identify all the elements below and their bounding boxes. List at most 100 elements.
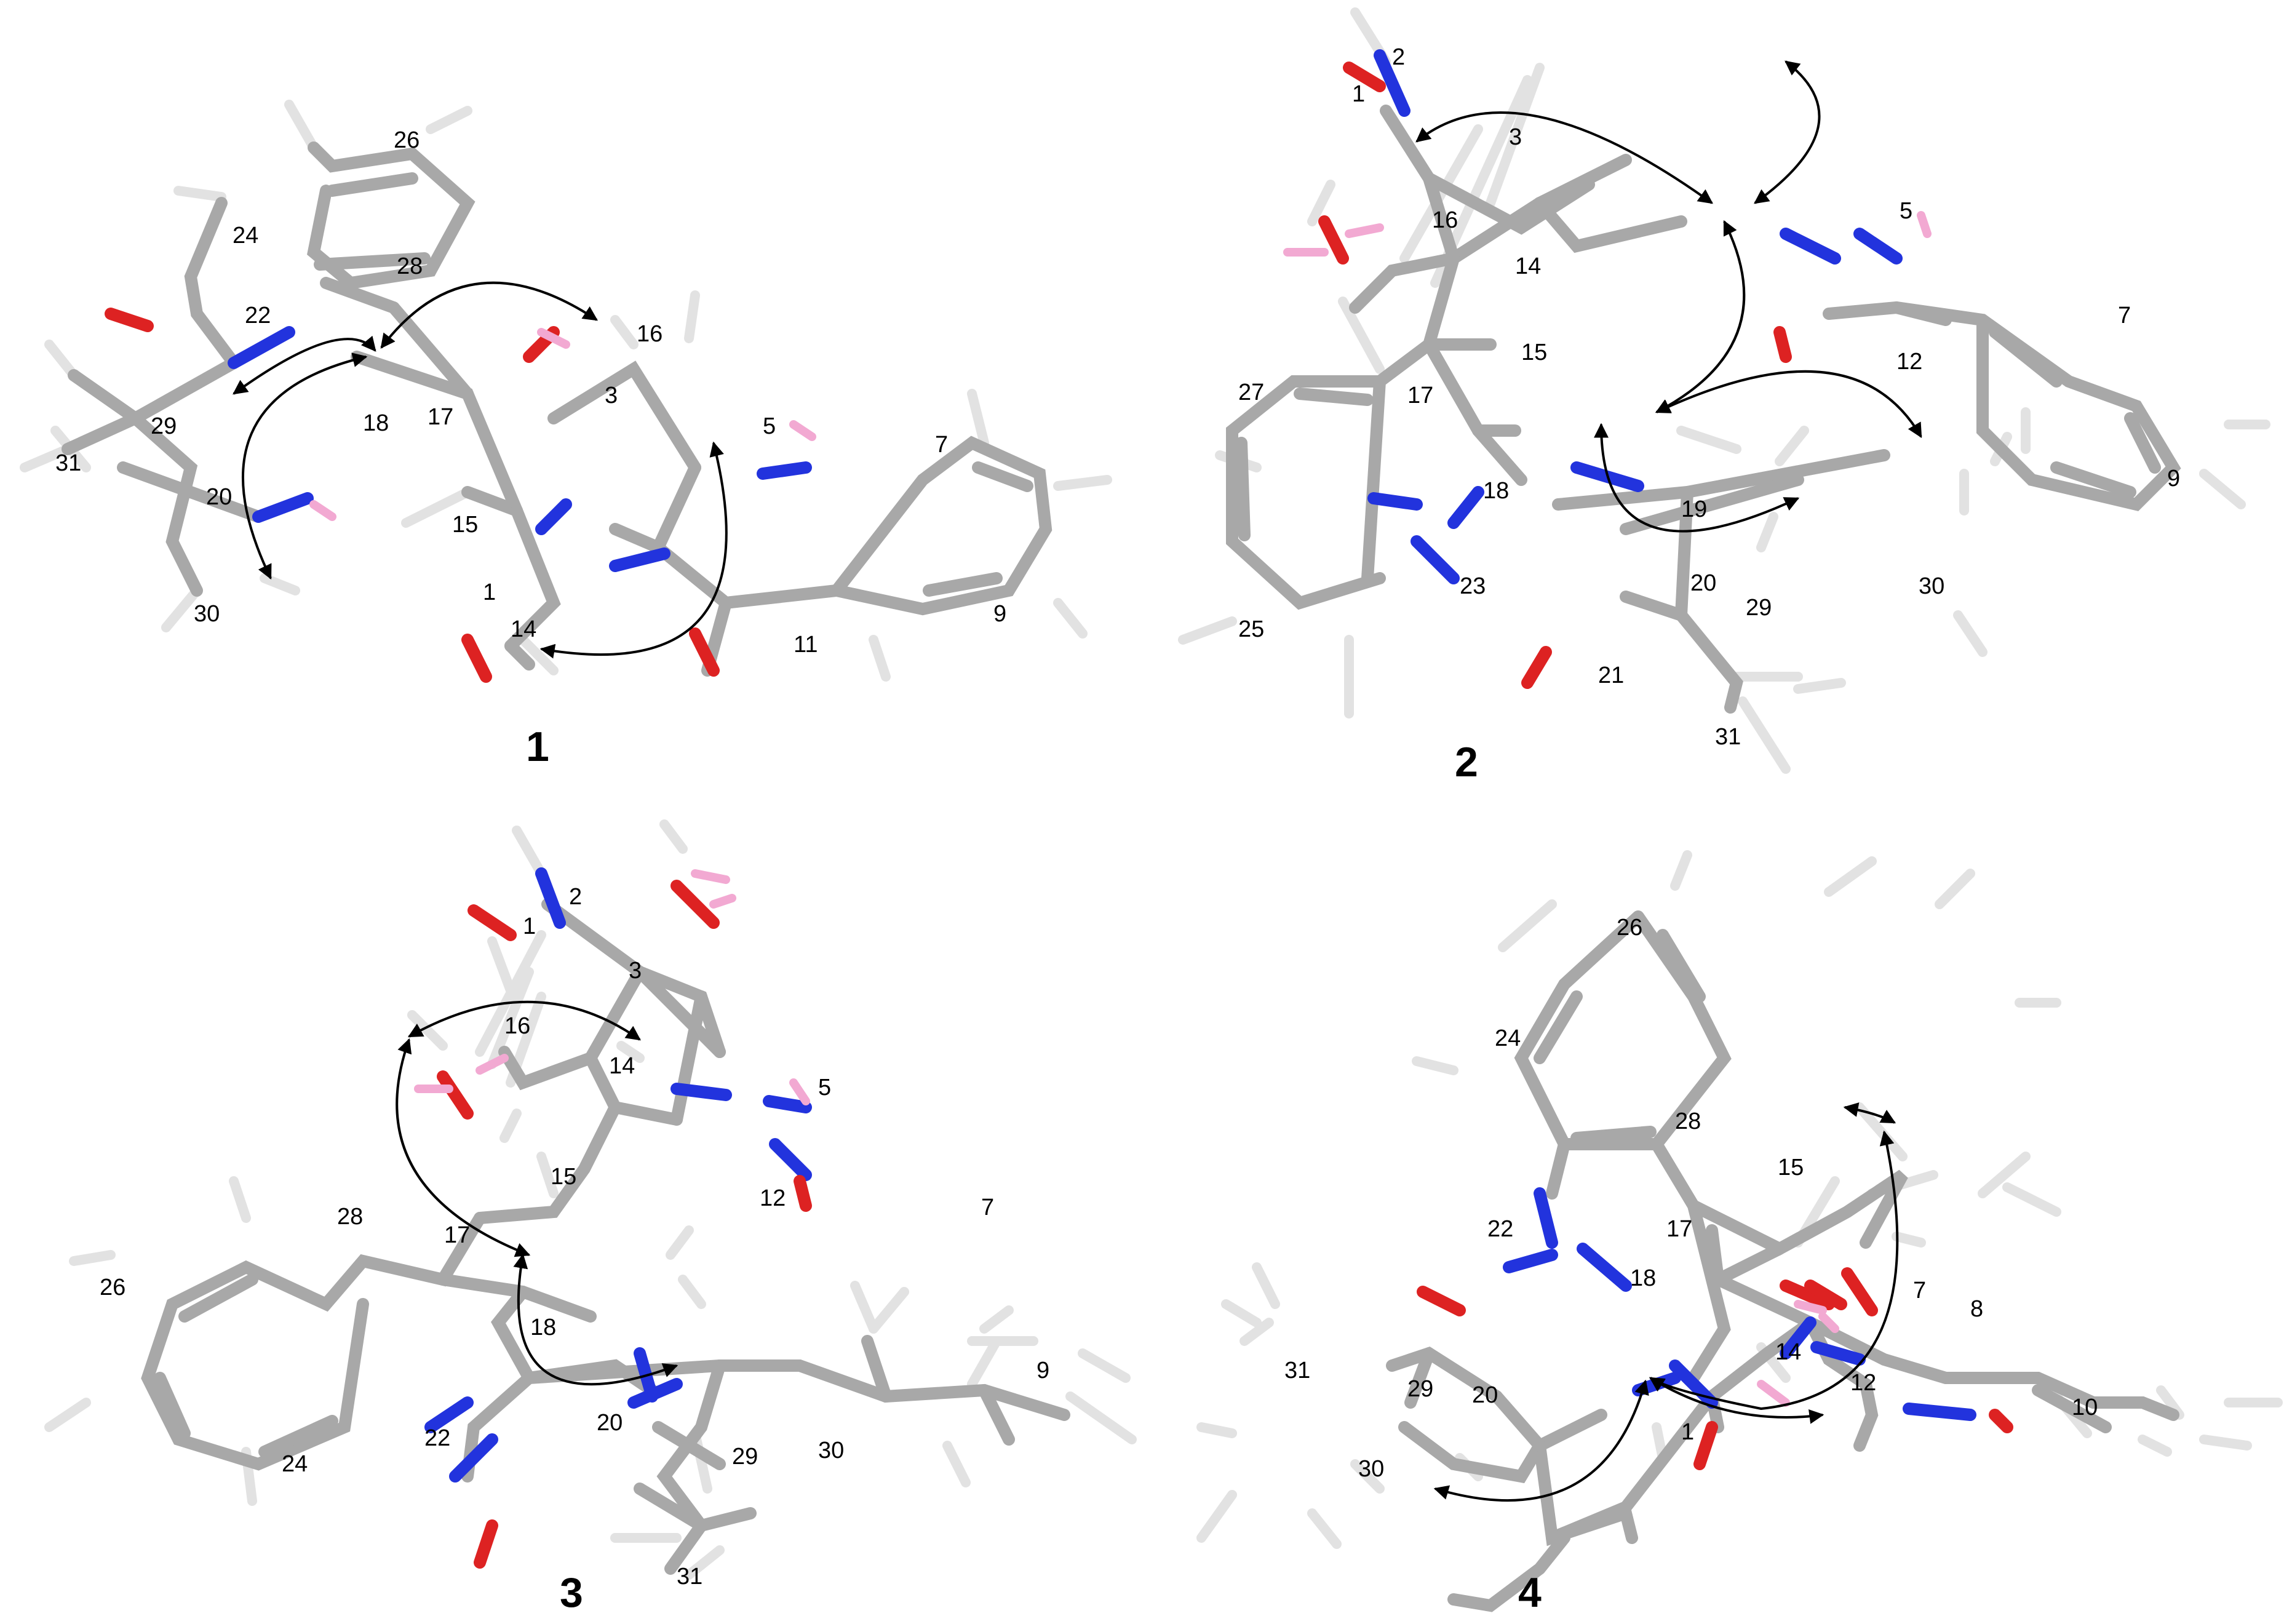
noe-correlation-arrows — [1415, 60, 1922, 533]
atom-label: 24 — [233, 223, 258, 249]
compound-label: 2 — [1455, 739, 1478, 786]
atom-label: 20 — [1690, 570, 1716, 596]
panel-compound-2: 2 1 3 5 16 14 7 15 12 27 17 18 19 9 30 2… — [1146, 0, 2292, 812]
atom-label: 24 — [1495, 1025, 1521, 1051]
atom-label: 3 — [605, 383, 618, 408]
atom-label: 15 — [1521, 340, 1547, 365]
atom-label: 30 — [1358, 1456, 1384, 1482]
atom-label: 29 — [1407, 1376, 1433, 1402]
panel-compound-1: 26 24 28 22 16 29 18 17 3 5 7 31 20 15 1… — [0, 0, 1146, 812]
atom-label: 26 — [100, 1275, 125, 1300]
atom-label: 18 — [530, 1315, 556, 1340]
atom-label: 22 — [1487, 1216, 1513, 1242]
atom-label: 17 — [444, 1222, 470, 1248]
atom-label: 18 — [1483, 478, 1509, 504]
atom-label: 21 — [1598, 663, 1624, 688]
atom-label: 1 — [1352, 81, 1365, 107]
atom-label: 30 — [818, 1438, 844, 1463]
atom-label: 7 — [935, 432, 948, 458]
atom-label: 29 — [1746, 595, 1772, 621]
atom-label: 2 — [1392, 44, 1405, 70]
atom-label: 1 — [1681, 1419, 1694, 1445]
atom-label: 11 — [794, 632, 818, 658]
atom-number-labels: 26 24 28 15 17 22 18 7 8 31 14 12 29 20 … — [1284, 915, 2098, 1482]
compound-label: 1 — [526, 723, 549, 770]
atom-label: 9 — [993, 601, 1006, 627]
atom-label: 9 — [1037, 1358, 1049, 1383]
noe-correlation-arrows — [396, 1000, 678, 1386]
molecule-2-model: 2 1 3 5 16 14 7 15 12 27 17 18 19 9 30 2… — [1178, 7, 2270, 774]
atom-label: 7 — [981, 1195, 994, 1220]
panel-compound-3: 2 1 3 16 14 5 28 15 12 7 17 26 18 20 9 2… — [0, 812, 1146, 1624]
atom-label: 30 — [194, 601, 220, 627]
carbon-bonds — [62, 141, 1052, 677]
compound-label: 4 — [1518, 1569, 1542, 1616]
atom-label: 20 — [597, 1410, 623, 1436]
atom-label: 17 — [1666, 1216, 1692, 1242]
atom-label: 24 — [282, 1451, 308, 1477]
atom-label: 28 — [1675, 1109, 1701, 1134]
atom-label: 16 — [1432, 207, 1458, 233]
hydrogen-bonds — [1196, 850, 2283, 1549]
atom-number-labels: 26 24 28 22 16 29 18 17 3 5 7 31 20 15 1… — [55, 127, 1006, 658]
atom-label: 12 — [1896, 349, 1922, 375]
panel-compound-4: 26 24 28 15 17 22 18 7 8 31 14 12 29 20 … — [1146, 812, 2292, 1624]
atom-label: 20 — [206, 484, 232, 510]
atom-label: 10 — [2072, 1395, 2098, 1420]
atom-label: 16 — [637, 321, 663, 347]
atom-label: 3 — [1509, 124, 1522, 150]
atom-label: 22 — [245, 303, 271, 328]
atom-label: 27 — [1238, 380, 1264, 405]
atom-label: 25 — [1238, 616, 1264, 642]
atom-label: 16 — [504, 1013, 530, 1039]
molecule-3-model: 2 1 3 16 14 5 28 15 12 7 17 26 18 20 9 2… — [44, 819, 1137, 1590]
atom-label: 9 — [2167, 466, 2180, 492]
atom-label: 31 — [1715, 724, 1741, 750]
atom-label: 30 — [1919, 573, 1944, 599]
atom-label: 31 — [1284, 1358, 1310, 1383]
atom-label: 15 — [1778, 1155, 1804, 1180]
molecule-1-model: 26 24 28 22 16 29 18 17 3 5 7 31 20 15 1… — [20, 100, 1112, 683]
noe-correlation-arrows — [233, 281, 728, 659]
atom-label: 17 — [428, 404, 453, 430]
atom-label: 7 — [1913, 1278, 1926, 1304]
noe-correlation-arrows — [1433, 1102, 1899, 1502]
atom-label: 1 — [483, 579, 496, 605]
atom-label: 7 — [2118, 303, 2131, 328]
atom-label: 14 — [1515, 253, 1541, 279]
atom-label: 17 — [1407, 383, 1433, 408]
molecule-4-model: 26 24 28 15 17 22 18 7 8 31 14 12 29 20 … — [1196, 850, 2283, 1612]
atom-label: 22 — [424, 1425, 450, 1451]
atom-label: 18 — [363, 410, 389, 436]
polar-hydrogens — [1283, 211, 1932, 257]
atom-label: 26 — [394, 127, 420, 153]
atom-label: 15 — [452, 512, 478, 538]
atom-label: 2 — [569, 884, 582, 910]
atom-label: 3 — [629, 958, 642, 984]
atom-label: 18 — [1630, 1265, 1656, 1291]
atom-number-labels: 2 1 3 16 14 5 28 15 12 7 17 26 18 20 9 2… — [100, 884, 1049, 1590]
atom-label: 23 — [1460, 573, 1486, 599]
atom-label: 14 — [609, 1053, 635, 1079]
compound-label: 3 — [560, 1569, 583, 1616]
atom-label: 14 — [1775, 1339, 1801, 1365]
atom-label: 31 — [677, 1564, 702, 1590]
atom-label: 1 — [523, 914, 536, 939]
atom-label: 26 — [1617, 915, 1642, 941]
atom-label: 5 — [1900, 198, 1912, 224]
carbon-bonds — [1226, 105, 2181, 714]
atom-label: 28 — [337, 1204, 363, 1230]
atom-label: 29 — [732, 1444, 758, 1470]
atom-label: 28 — [397, 253, 423, 279]
atom-label: 12 — [1850, 1370, 1876, 1396]
atom-label: 12 — [760, 1185, 786, 1211]
atom-label: 5 — [818, 1075, 831, 1101]
atom-label: 20 — [1472, 1382, 1498, 1408]
atom-label: 14 — [511, 616, 536, 642]
atom-label: 15 — [551, 1164, 576, 1190]
atom-label: 31 — [55, 450, 81, 476]
atom-label: 5 — [763, 413, 776, 439]
atom-number-labels: 2 1 3 5 16 14 7 15 12 27 17 18 19 9 30 2… — [1238, 44, 2180, 750]
atom-label: 29 — [151, 413, 177, 439]
atom-label: 19 — [1681, 496, 1707, 522]
